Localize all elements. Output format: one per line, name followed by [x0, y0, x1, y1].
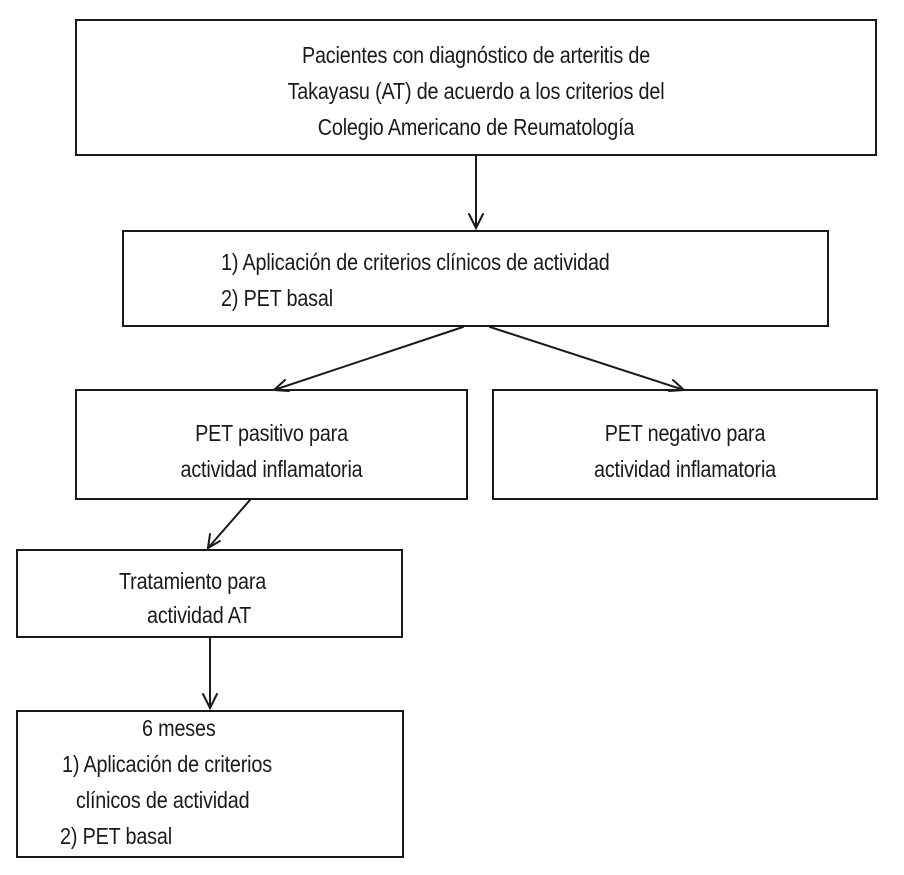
followup-line-3: clínicos de actividad [76, 787, 250, 813]
followup-line-1: 6 meses [142, 715, 216, 741]
box-pet-negative: PET negativo para actividad inflamatoria [492, 389, 878, 500]
treatment-line-2: actividad AT [147, 602, 252, 628]
diagnosis-line-2: Takayasu (AT) de acuerdo a los criterios… [287, 78, 665, 104]
pet-positive-line-2: actividad inflamatoria [180, 456, 363, 482]
baseline-line-1: 1) Aplicación de criterios clínicos de a… [221, 249, 610, 275]
followup-line-2: 1) Aplicación de criterios [62, 751, 272, 777]
arrow-diagnosis-to-baseline [468, 155, 484, 231]
treatment-line-1: Tratamiento para [119, 568, 267, 594]
baseline-line-2: 2) PET basal [221, 285, 333, 311]
box-treatment: Tratamiento para actividad AT [16, 549, 403, 638]
box-followup: 6 meses 1) Aplicación de criterios clíni… [16, 710, 404, 858]
diagnosis-line-1: Pacientes con diagnóstico de arteritis d… [301, 42, 651, 68]
box-diagnosis: Pacientes con diagnóstico de arteritis d… [75, 19, 877, 156]
pet-negative-line-2: actividad inflamatoria [593, 456, 777, 482]
arrow-baseline-to-pet-negative [489, 326, 687, 392]
pet-negative-line-1: PET negativo para [604, 420, 766, 446]
box-baseline-evaluation: 1) Aplicación de criterios clínicos de a… [122, 230, 829, 327]
arrow-baseline-to-pet-positive [271, 326, 464, 392]
arrow-treatment-to-followup [202, 637, 218, 711]
arrow-pet-positive-to-treatment [206, 499, 251, 550]
box-pet-positive: PET pasitivo para actividad inflamatoria [75, 389, 468, 500]
diagnosis-line-3: Colegio Americano de Reumatología [317, 114, 635, 140]
followup-line-4: 2) PET basal [60, 823, 172, 849]
pet-positive-line-1: PET pasitivo para [195, 420, 348, 446]
